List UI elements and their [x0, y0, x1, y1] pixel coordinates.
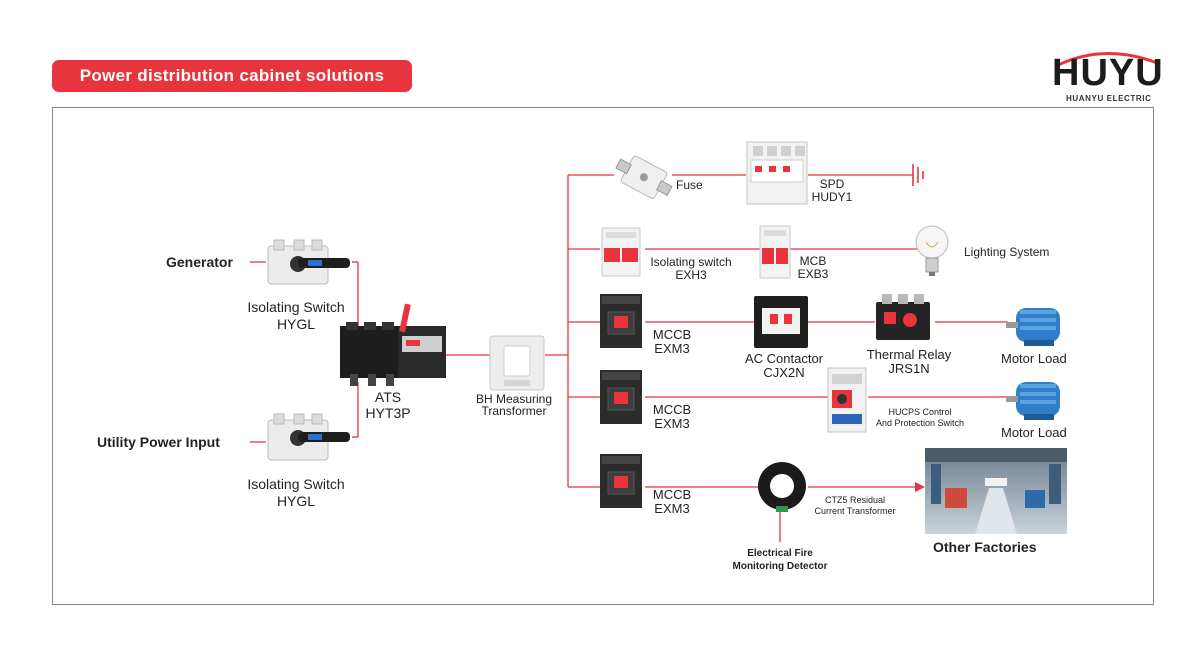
- logo-arc-icon: [1055, 52, 1161, 68]
- lighting-system-label: Lighting System: [964, 245, 1050, 259]
- mccb-3-name: MCCB: [652, 487, 692, 502]
- mccb-2-label: MCCB EXM3: [648, 403, 696, 431]
- fire-detector-line1: Electrical Fire: [747, 548, 813, 559]
- ground-icon: [912, 164, 924, 186]
- isolating-switch-exh3-label: Isolating switch EXH3: [645, 256, 737, 282]
- spd-name: SPD: [819, 177, 845, 191]
- isolating-switch-bottom-icon: [264, 412, 354, 464]
- hucps-label: HUCPS Control And Protection Switch: [872, 407, 968, 429]
- mccb-2-icon: [598, 368, 646, 426]
- spd-icon: [745, 140, 809, 208]
- fire-detector-line2: Monitoring Detector: [732, 561, 828, 572]
- isolating-switch-exh3-model: EXH3: [675, 268, 707, 282]
- hucps-line1: HUCPS Control: [888, 407, 952, 417]
- diagram-frame: [52, 107, 1154, 605]
- other-factories-label: Other Factories: [933, 539, 1037, 555]
- bh-transformer-label: BH Measuring Transformer: [470, 393, 558, 417]
- isolating-switch-bottom-model: HYGL: [276, 493, 316, 509]
- mccb-3-model: EXM3: [654, 501, 690, 516]
- mcb-label: MCB EXB3: [793, 255, 833, 281]
- ctz5-line2: Current Transformer: [814, 506, 896, 516]
- light-bulb-icon: [912, 222, 952, 280]
- spd-model: HUDY1: [811, 190, 853, 204]
- mccb-1-icon: [598, 292, 646, 350]
- fire-detector-label: Electrical Fire Monitoring Detector: [724, 547, 836, 573]
- isolating-switch-top-icon: [264, 238, 354, 288]
- mccb-3-icon: [598, 452, 646, 510]
- ac-contactor-name: AC Contactor: [744, 351, 824, 366]
- ctz5-transformer-icon: [752, 458, 812, 514]
- generator-label: Generator: [166, 254, 233, 270]
- motor-1-icon: [1004, 302, 1068, 348]
- motor-2-icon: [1004, 376, 1068, 422]
- isolating-switch-top-model: HYGL: [276, 316, 316, 332]
- isolating-switch-exh3-icon: [598, 226, 646, 278]
- spd-label: SPD HUDY1: [806, 178, 858, 204]
- thermal-relay-label: Thermal Relay JRS1N: [866, 348, 952, 376]
- fuse-icon: [612, 148, 674, 210]
- ats-switch-icon: [338, 300, 450, 388]
- isolating-switch-top-name: Isolating Switch: [247, 299, 345, 315]
- mccb-1-label: MCCB EXM3: [648, 328, 696, 356]
- ctz5-line1: CTZ5 Residual: [824, 495, 886, 505]
- mccb-2-name: MCCB: [652, 402, 692, 417]
- logo-subtitle: HUANYU ELECTRIC: [1066, 94, 1152, 103]
- mccb-1-name: MCCB: [652, 327, 692, 342]
- mccb-1-model: EXM3: [654, 341, 690, 356]
- motor-load-2-label: Motor Load: [1001, 425, 1067, 440]
- motor-load-1-label: Motor Load: [1001, 351, 1067, 366]
- factory-photo-icon: [925, 448, 1067, 534]
- utility-power-label: Utility Power Input: [97, 434, 220, 450]
- mccb-3-label: MCCB EXM3: [648, 488, 696, 516]
- thermal-relay-name: Thermal Relay: [866, 347, 952, 362]
- brand-logo: HUYU HUANYU ELECTRIC: [1050, 48, 1165, 106]
- ats-name: ATS: [374, 389, 402, 405]
- logo-name: HUYU: [1052, 52, 1164, 94]
- ats-model: HYT3P: [365, 405, 411, 421]
- bh-transformer-line2: Transformer: [481, 404, 547, 418]
- bh-measuring-transformer-icon: [488, 332, 548, 394]
- bh-transformer-line1: BH Measuring: [475, 392, 553, 406]
- isolating-switch-bottom-label: Isolating Switch HYGL: [238, 476, 354, 510]
- mcb-model: EXB3: [797, 267, 829, 281]
- hucps-switch-icon: [826, 366, 870, 434]
- ac-contactor-model: CJX2N: [763, 365, 805, 380]
- isolating-switch-top-label: Isolating Switch HYGL: [238, 299, 354, 333]
- thermal-relay-icon: [872, 292, 936, 344]
- isolating-switch-bottom-name: Isolating Switch: [247, 476, 345, 492]
- ac-contactor-icon: [752, 294, 810, 350]
- page-title-banner: Power distribution cabinet solutions: [52, 60, 412, 92]
- ctz5-label: CTZ5 Residual Current Transformer: [812, 495, 898, 517]
- mcb-icon: [758, 224, 792, 280]
- ats-label: ATS HYT3P: [358, 389, 418, 421]
- mccb-2-model: EXM3: [654, 416, 690, 431]
- ac-contactor-label: AC Contactor CJX2N: [744, 352, 824, 380]
- isolating-switch-exh3-name: Isolating switch: [650, 255, 732, 269]
- fuse-label: Fuse: [676, 178, 703, 192]
- mcb-name: MCB: [799, 254, 827, 268]
- thermal-relay-model: JRS1N: [888, 361, 930, 376]
- hucps-line2: And Protection Switch: [875, 418, 965, 428]
